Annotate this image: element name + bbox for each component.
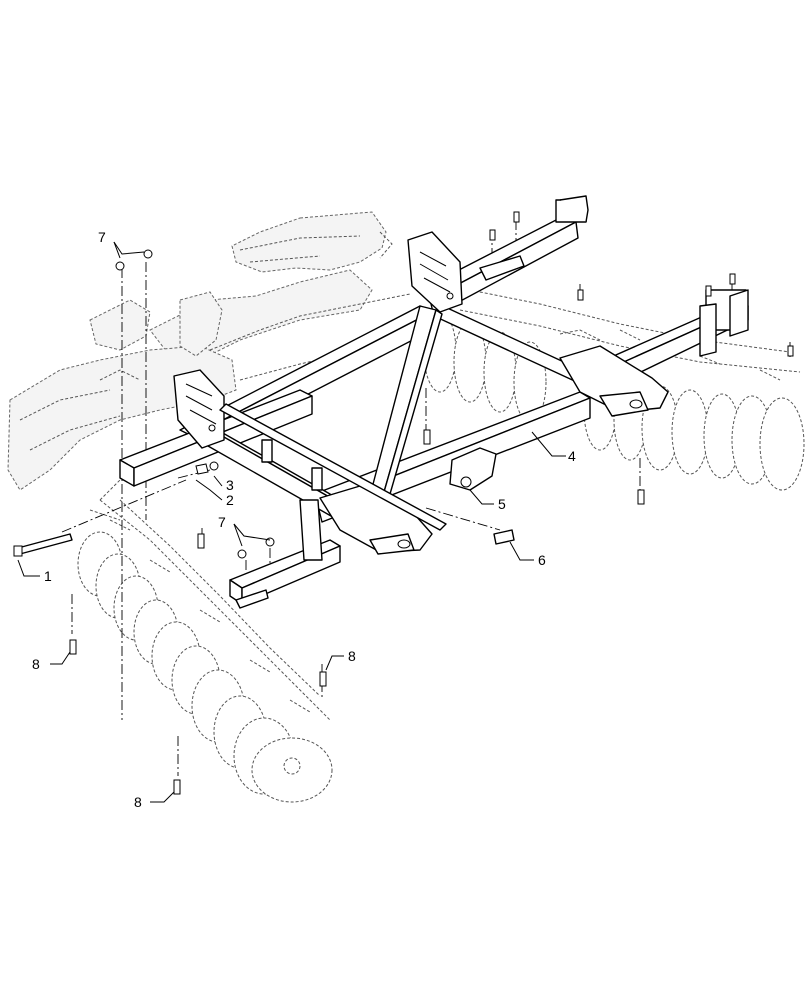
callout-8-left: 8 [32,656,40,672]
callout-8-right: 8 [348,648,356,664]
callout-1: 1 [44,568,52,584]
callout-4: 4 [568,448,576,464]
callout-5: 5 [498,496,506,512]
callout-leaders [17,241,566,803]
right-disc-gang [423,289,805,491]
left-disc-gang [77,499,333,803]
main-frame [119,195,749,609]
callout-labels: 1 2 3 4 5 6 7 7 8 8 8 [32,229,576,810]
hardware [13,211,794,795]
callout-7-middle: 7 [218,514,226,530]
callout-2: 2 [226,492,234,508]
assembly-centerlines [61,220,791,776]
callout-3: 3 [226,477,234,493]
callout-8-bottom: 8 [134,794,142,810]
callout-7-top: 7 [98,229,106,245]
callout-6: 6 [538,552,546,568]
